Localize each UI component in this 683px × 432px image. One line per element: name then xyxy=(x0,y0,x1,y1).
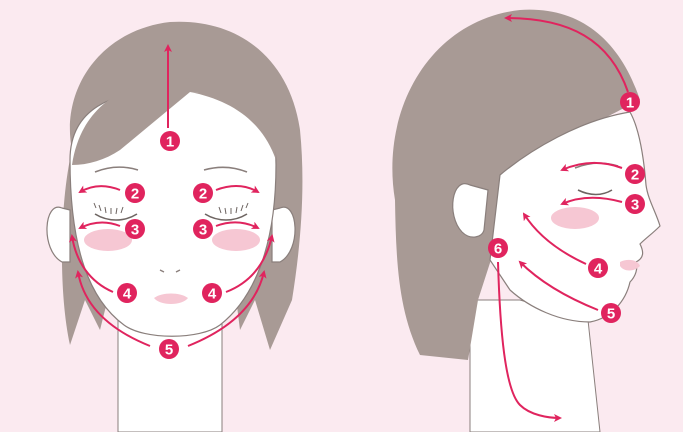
front-step-badge: 3 xyxy=(125,219,145,239)
side-step-badge-label: 5 xyxy=(607,306,615,323)
side-step-badge-label: 1 xyxy=(626,95,634,112)
front-step-badge-label: 3 xyxy=(199,222,207,239)
front-step-badge-label: 2 xyxy=(131,186,139,203)
front-step-badge: 3 xyxy=(193,219,213,239)
front-step-badge-label: 4 xyxy=(208,286,217,303)
front-right-blush xyxy=(212,229,260,251)
front-step-badge-label: 1 xyxy=(166,134,174,151)
side-step-badge: 3 xyxy=(625,194,645,214)
front-step-badge: 5 xyxy=(159,339,179,359)
front-step-badge-label: 4 xyxy=(123,286,132,303)
front-step-badge: 2 xyxy=(125,183,145,203)
side-step-badge: 6 xyxy=(488,238,508,258)
side-step-badge: 4 xyxy=(588,258,608,278)
front-step-badge: 4 xyxy=(117,283,137,303)
side-step-badge: 1 xyxy=(620,92,640,112)
front-step-badge-label: 5 xyxy=(165,342,173,359)
front-step-badge: 2 xyxy=(193,183,213,203)
front-step-badge-label: 3 xyxy=(131,222,139,239)
front-left-blush xyxy=(84,229,132,251)
side-step-badge-label: 3 xyxy=(631,197,639,214)
side-blush xyxy=(551,207,599,229)
front-step-badge: 4 xyxy=(202,283,222,303)
side-step-badge: 2 xyxy=(625,164,645,184)
front-step-badge-label: 2 xyxy=(199,186,207,203)
side-step-badge-label: 6 xyxy=(494,241,502,258)
front-step-badge: 1 xyxy=(160,131,180,151)
side-step-badge-label: 2 xyxy=(631,167,639,184)
side-step-badge-label: 4 xyxy=(594,261,603,278)
side-step-badge: 5 xyxy=(601,303,621,323)
